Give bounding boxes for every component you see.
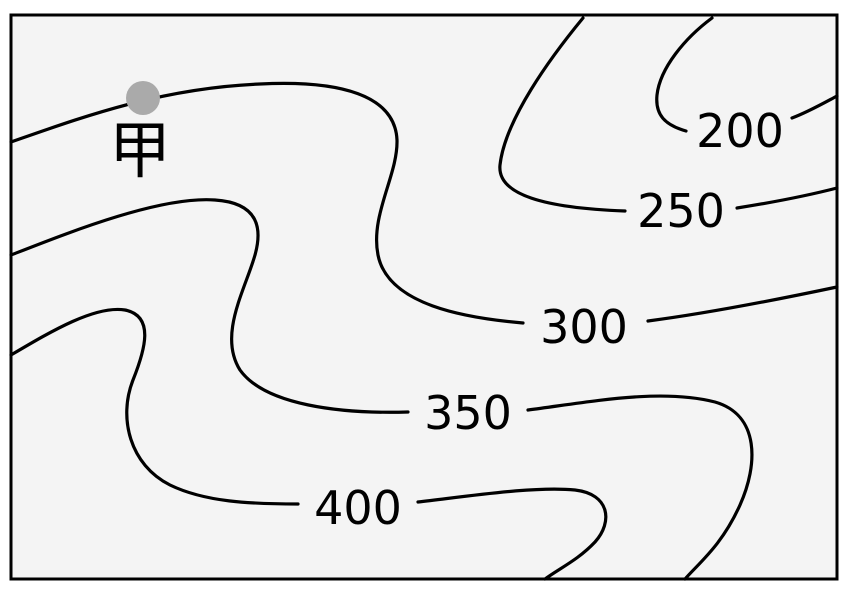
- point-marker: [126, 81, 160, 115]
- point-label: 甲: [109, 114, 171, 187]
- contour-label-400: 400: [314, 481, 402, 535]
- contour-line-250-tail: [735, 186, 839, 210]
- contour-line-300-tail: [646, 285, 839, 323]
- contour-line-400: [9, 307, 300, 506]
- contour-line-350-tail: [526, 394, 754, 581]
- contour-line-350: [9, 198, 410, 414]
- contour-label-200: 200: [696, 104, 784, 158]
- contour-label-350: 350: [424, 386, 512, 440]
- contour-label-300: 300: [540, 300, 628, 354]
- contour-label-250: 250: [637, 184, 725, 238]
- contour-line-400-tail: [416, 487, 608, 581]
- contour-line-200-tail: [790, 94, 839, 120]
- contour-line-200: [655, 16, 714, 133]
- contour-line-250: [498, 16, 627, 213]
